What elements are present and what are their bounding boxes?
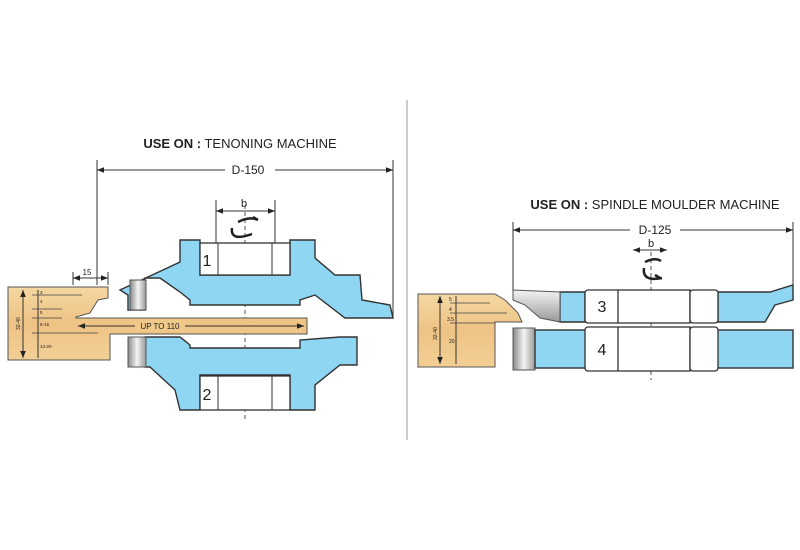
right-panel: USE ON : SPINDLE MOULDER MACHINE D-125 b… [417, 197, 794, 380]
dim-small: 13-20 [40, 344, 52, 349]
dim-small: 4 [40, 299, 43, 304]
dim-small: 3 [40, 290, 43, 295]
dim-15: 15 [83, 268, 92, 277]
dim-total: 32-40 [433, 327, 439, 340]
cutter-1-block [199, 242, 291, 276]
dim-small: 8-15 [40, 322, 50, 327]
left-title: USE ON : TENONING MACHINE [143, 136, 337, 151]
dim-small: 3.5 [447, 317, 454, 323]
cutter-4-label: 4 [598, 342, 607, 359]
left-bore-label: b [241, 198, 247, 210]
left-diameter-label: D-150 [232, 163, 265, 177]
dim-small: 20 [449, 339, 455, 345]
right-title: USE ON : SPINDLE MOULDER MACHINE [530, 197, 780, 212]
dim-total: 32-40 [16, 317, 22, 330]
cutter-3-label: 3 [598, 299, 607, 316]
cutter-1-label: 1 [203, 253, 212, 270]
right-bore-label: b [648, 238, 654, 250]
rotation-arrow-icon [642, 258, 663, 281]
cutter-2-label: 2 [203, 387, 212, 404]
right-workpiece [417, 293, 523, 368]
dim-small: 5 [40, 310, 43, 315]
cutter-2-block [199, 375, 291, 411]
dim-small: 5 [449, 297, 452, 303]
rotation-arrow-icon [230, 215, 259, 239]
left-panel: USE ON : TENONING MACHINE D-150 b 1 2 15… [7, 136, 394, 420]
dim-upto-110: UP TO 110 [141, 322, 181, 331]
cutter-2-body [144, 336, 358, 411]
right-diameter-label: D-125 [639, 223, 672, 237]
dim-small: 4 [449, 307, 452, 313]
